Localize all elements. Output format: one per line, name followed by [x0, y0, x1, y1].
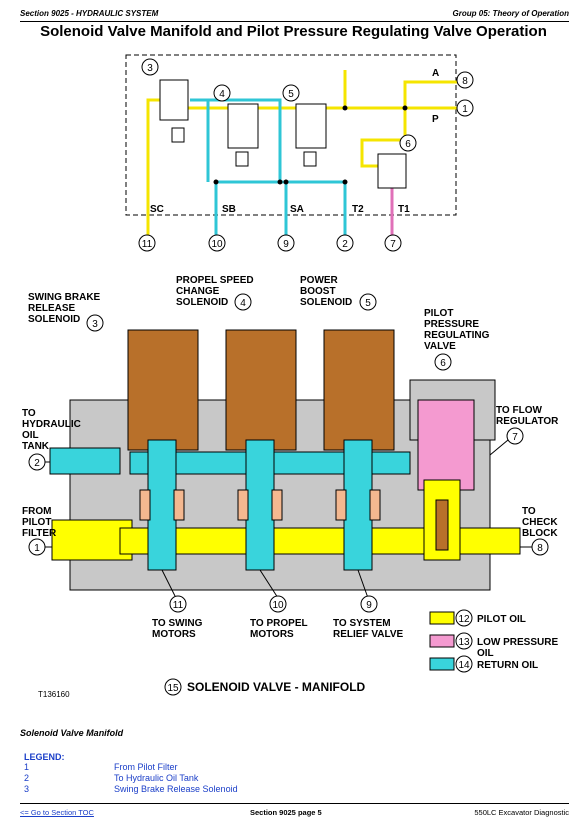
legend-num: 1 [24, 762, 30, 772]
legend-num: 2 [24, 773, 30, 783]
label-pilot-reg-3: REGULATING [424, 330, 490, 341]
callout-7: 7 [390, 239, 396, 250]
label-from-pilot-3: FILTER [22, 528, 57, 539]
callout-8: 8 [462, 76, 468, 87]
port-sa: SA [290, 204, 304, 215]
callout-6: 6 [405, 139, 411, 150]
cut-callout-5: 5 [365, 298, 371, 309]
key-num-13: 13 [458, 637, 470, 648]
label-swing-brake-2: RELEASE [28, 303, 76, 314]
figure-caption: Solenoid Valve Manifold [20, 728, 124, 738]
callout-3: 3 [147, 63, 153, 74]
callout-9: 9 [283, 239, 289, 250]
label-swing-motors-2: MOTORS [152, 629, 196, 640]
page-footer: <= Go to Section TOC Section 9025 page 5… [20, 803, 569, 822]
cut-callout-4: 4 [240, 298, 246, 309]
hydraulic-schematic: SC SB SA T2 T1 A P 3 4 5 6 8 1 11 10 9 2… [125, 54, 474, 252]
port-a: A [432, 68, 439, 79]
label-check-2: CHECK [522, 517, 558, 528]
header-section: Section 9025 - HYDRAULIC SYSTEM [20, 9, 159, 18]
label-boost-2: BOOST [300, 286, 336, 297]
port-t1: T1 [398, 204, 410, 215]
label-pilot-reg-2: PRESSURE [424, 319, 479, 330]
go-to-section-toc-link[interactable]: <= Go to Section TOC [20, 808, 94, 817]
legend: LEGEND: 1 From Pilot Filter 2 To Hydraulic… [24, 752, 238, 795]
label-swing-brake-3: SOLENOID [28, 314, 80, 325]
label-tank-1: TO [22, 408, 36, 419]
label-propel-1: PROPEL SPEED [176, 275, 254, 286]
legend-num: 3 [24, 784, 30, 794]
label-check-1: TO [522, 506, 536, 517]
page-title: Solenoid Valve Manifold and Pilot Pressu… [40, 23, 547, 40]
label-check-3: BLOCK [522, 528, 558, 539]
cut-callout-3: 3 [92, 319, 98, 330]
label-flow-2: REGULATOR [496, 416, 559, 427]
label-swing-motors-1: TO SWING [152, 618, 203, 629]
cut-callout-2: 2 [34, 458, 40, 469]
callout-10: 10 [211, 239, 223, 250]
image-id: T136160 [38, 690, 70, 699]
figure-title: SOLENOID VALVE - MANIFOLD [187, 680, 366, 694]
cut-callout-9: 9 [366, 600, 372, 611]
legend-item: 1 From Pilot Filter [24, 762, 178, 773]
port-sc: SC [150, 204, 164, 215]
callout-4: 4 [219, 89, 225, 100]
key-return-oil: RETURN OIL [477, 660, 538, 671]
label-tank-4: TANK [22, 441, 50, 452]
page-header: Section 9025 - HYDRAULIC SYSTEM Group 05… [20, 7, 569, 22]
label-propel-2: CHANGE [176, 286, 220, 297]
manifold-cutaway: 3 4 5 6 7 2 1 8 11 10 9 SWING BRAKE RELE… [22, 275, 559, 699]
cut-callout-11: 11 [173, 600, 184, 611]
label-pilot-reg-4: VALVE [424, 341, 456, 352]
key-num-14: 14 [458, 660, 470, 671]
callout-5: 5 [288, 89, 294, 100]
label-flow-1: TO FLOW [496, 405, 542, 416]
label-propel-motors-1: TO PROPEL [250, 618, 308, 629]
label-relief-2: RELIEF VALVE [333, 629, 404, 640]
legend-text: Swing Brake Release Solenoid [114, 784, 238, 794]
port-sb: SB [222, 204, 236, 215]
label-tank-3: OIL [22, 430, 39, 441]
label-swing-brake-1: SWING BRAKE [28, 292, 101, 303]
label-relief-1: TO SYSTEM [333, 618, 391, 629]
label-tank-2: HYDRAULIC [22, 419, 81, 430]
callout-1: 1 [462, 104, 468, 115]
callout-11: 11 [142, 239, 153, 250]
oil-key: 12 13 14 PILOT OIL LOW PRESSURE OIL RETU… [429, 609, 558, 673]
header-group: Group 05: Theory of Operation [452, 9, 569, 18]
label-boost-3: SOLENOID [300, 297, 352, 308]
key-pilot-oil: PILOT OIL [477, 614, 526, 625]
key-num-12: 12 [458, 614, 470, 625]
label-from-pilot-1: FROM [22, 506, 51, 517]
cut-callout-10: 10 [272, 600, 284, 611]
label-from-pilot-2: PILOT [22, 517, 51, 528]
cut-callout-1: 1 [34, 543, 40, 554]
port-p: P [432, 114, 439, 125]
legend-heading: LEGEND: [24, 752, 65, 762]
label-propel-3: SOLENOID [176, 297, 228, 308]
cut-callout-8: 8 [537, 543, 543, 554]
manifold-boundary [125, 54, 457, 216]
figure-num: 15 [167, 683, 179, 694]
cut-callout-7: 7 [512, 432, 518, 443]
legend-text: From Pilot Filter [114, 762, 178, 772]
label-boost-1: POWER [300, 275, 339, 286]
label-pilot-reg-1: PILOT [424, 308, 453, 319]
legend-item: 3 Swing Brake Release Solenoid [24, 784, 238, 795]
label-propel-motors-2: MOTORS [250, 629, 294, 640]
key-low-pressure: LOW PRESSURE [477, 637, 558, 648]
legend-text: To Hydraulic Oil Tank [114, 773, 199, 783]
cut-callout-6: 6 [440, 358, 446, 369]
footer-manual: 550LC Excavator Diagnostic [474, 808, 569, 817]
callout-2: 2 [342, 239, 348, 250]
legend-item: 2 To Hydraulic Oil Tank [24, 773, 198, 784]
port-t2: T2 [352, 204, 364, 215]
key-low-pressure-2: OIL [477, 648, 494, 659]
footer-page: Section 9025 page 5 [250, 808, 322, 817]
